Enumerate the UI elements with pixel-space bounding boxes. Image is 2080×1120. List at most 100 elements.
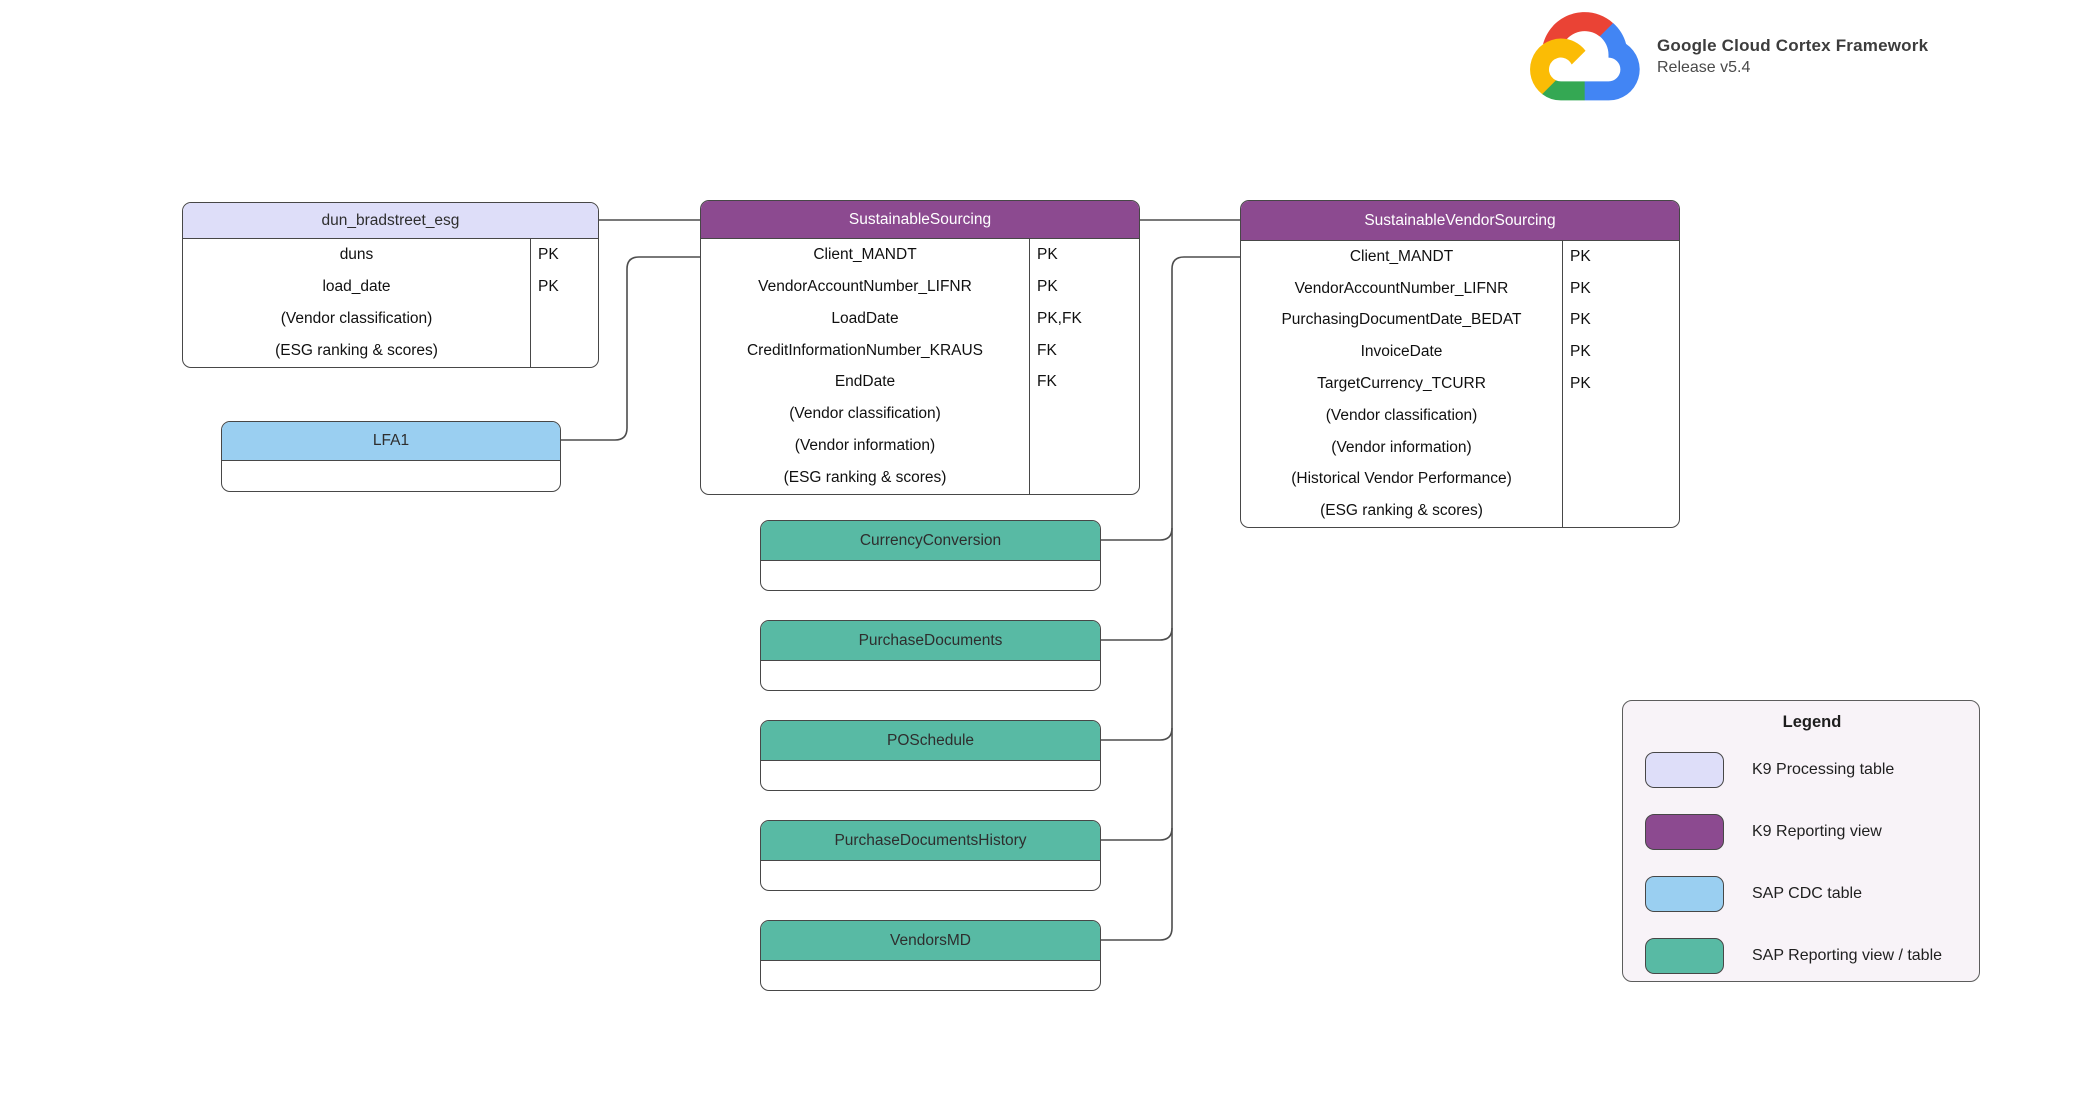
key-cell: PK xyxy=(1562,368,1679,400)
legend-label: SAP CDC table xyxy=(1752,885,1862,902)
table-body-SustainableSourcing: Client_MANDT PK VendorAccountNumber_LIFNR P… xyxy=(701,239,1139,494)
column-name: Client_MANDT xyxy=(1349,247,1454,265)
key-cell xyxy=(1029,430,1139,463)
legend-item: K9 Reporting view xyxy=(1645,814,1979,850)
key-cell: FK xyxy=(1029,366,1139,399)
legend-swatch-k9_processing xyxy=(1645,752,1724,788)
column-name: LoadDate xyxy=(831,309,899,327)
key-cell: PK xyxy=(1562,304,1679,337)
table-title-CurrencyConversion: CurrencyConversion xyxy=(761,521,1100,561)
key-cell xyxy=(530,303,598,335)
key-cell xyxy=(1562,431,1679,464)
column-name: EndDate xyxy=(834,373,896,391)
connector-lfa1-sustainablesourcing xyxy=(561,256,700,441)
table-poschedule[interactable]: POSchedule xyxy=(760,720,1101,791)
table-body-LFA1 xyxy=(222,461,560,491)
key-cell xyxy=(530,335,598,367)
table-row: CreditInformationNumber_KRAUS FK xyxy=(701,334,1139,367)
legend-item: SAP CDC table xyxy=(1645,876,1979,912)
table-row: (Vendor classification) xyxy=(701,398,1139,431)
table-row: duns PK xyxy=(183,239,598,271)
key-cell: PK,FK xyxy=(1029,302,1139,335)
table-row: (ESG ranking & scores) xyxy=(701,462,1139,494)
column-name: VendorAccountNumber_LIFNR xyxy=(1294,279,1509,297)
column-name: PurchasingDocumentDate_BEDAT xyxy=(1281,311,1522,329)
key-cell: PK xyxy=(1029,239,1139,271)
table-title-POSchedule: POSchedule xyxy=(761,721,1100,761)
table-row: (Vendor classification) xyxy=(1241,399,1679,432)
brand-title: Google Cloud Cortex Framework xyxy=(1657,36,1929,55)
key-cell: FK xyxy=(1029,334,1139,367)
key-cell xyxy=(1562,495,1679,527)
legend: Legend K9 Processing table K9 Reporting v… xyxy=(1622,700,1980,982)
table-title-PurchaseDocuments: PurchaseDocuments xyxy=(761,621,1100,661)
table-currencyconversion[interactable]: CurrencyConversion xyxy=(760,520,1101,591)
key-cell: PK xyxy=(1562,336,1679,369)
connector-trunk-vendorsmd xyxy=(1101,256,1240,941)
table-title-LFA1: LFA1 xyxy=(222,422,560,461)
table-lfa1[interactable]: LFA1 xyxy=(221,421,561,492)
key-cell: PK xyxy=(1562,241,1679,273)
table-title-SustainableVendorSourcing: SustainableVendorSourcing xyxy=(1241,201,1679,241)
table-body-VendorsMD xyxy=(761,961,1100,990)
table-row: Client_MANDT PK xyxy=(1241,241,1679,273)
table-row: (Vendor information) xyxy=(701,430,1139,463)
table-row: (Vendor classification) xyxy=(183,303,598,335)
connector-purchasedocumentshistory-trunk xyxy=(1101,827,1173,841)
google-cloud-logo xyxy=(1530,12,1640,101)
column-name: (Vendor information) xyxy=(1331,438,1472,456)
table-row: (ESG ranking & scores) xyxy=(183,335,598,367)
table-row: EndDate FK xyxy=(701,366,1139,399)
table-purchasedocuments[interactable]: PurchaseDocuments xyxy=(760,620,1101,691)
legend-label: SAP Reporting view / table xyxy=(1752,947,1943,964)
legend-title: Legend xyxy=(1782,713,1842,731)
legend-item: K9 Processing table xyxy=(1645,752,1979,788)
column-name: (Vendor information) xyxy=(794,437,936,455)
table-row: Client_MANDT PK xyxy=(701,239,1139,271)
column-name: duns xyxy=(339,246,374,263)
brand-subtitle: Release v5.4 xyxy=(1657,59,1751,76)
key-cell xyxy=(1562,463,1679,496)
column-name: (Vendor classification) xyxy=(280,310,433,327)
table-purchasedocumentshistory[interactable]: PurchaseDocumentsHistory xyxy=(760,820,1101,891)
column-name: load_date xyxy=(322,278,391,295)
table-row: (Vendor information) xyxy=(1241,431,1679,464)
column-name: (Vendor classification) xyxy=(1325,406,1478,424)
column-name: Client_MANDT xyxy=(813,245,917,263)
table-vendorsmd[interactable]: VendorsMD xyxy=(760,920,1101,991)
column-name: (ESG ranking & scores) xyxy=(275,342,438,359)
column-name: (ESG ranking & scores) xyxy=(1320,502,1483,520)
legend-label: K9 Reporting view xyxy=(1752,823,1882,840)
table-row: (ESG ranking & scores) xyxy=(1241,495,1679,527)
table-body-CurrencyConversion xyxy=(761,561,1100,590)
key-cell xyxy=(1029,398,1139,431)
column-name: (Vendor classification) xyxy=(789,405,941,423)
connector-currencyconversion-trunk xyxy=(1101,527,1173,541)
table-row: (Historical Vendor Performance) xyxy=(1241,463,1679,496)
key-cell: PK xyxy=(1029,270,1139,303)
key-cell xyxy=(1029,462,1139,494)
connector-purchasedocuments-trunk xyxy=(1101,627,1173,641)
table-row: LoadDate PK,FK xyxy=(701,302,1139,335)
column-name: VendorAccountNumber_LIFNR xyxy=(758,277,972,295)
legend-swatch-sap_cdc xyxy=(1645,876,1724,912)
brand-header: Google Cloud Cortex Framework Release v5… xyxy=(1529,12,1928,101)
table-row: VendorAccountNumber_LIFNR PK xyxy=(701,270,1139,303)
table-row: load_date PK xyxy=(183,271,598,303)
legend-label: K9 Processing table xyxy=(1752,761,1895,778)
key-cell: PK xyxy=(530,239,598,271)
column-name: (ESG ranking & scores) xyxy=(783,469,947,487)
legend-item: SAP Reporting view / table xyxy=(1645,938,1979,974)
key-cell xyxy=(1562,399,1679,432)
key-cell: PK xyxy=(530,271,598,303)
column-name: CreditInformationNumber_KRAUS xyxy=(746,341,984,359)
